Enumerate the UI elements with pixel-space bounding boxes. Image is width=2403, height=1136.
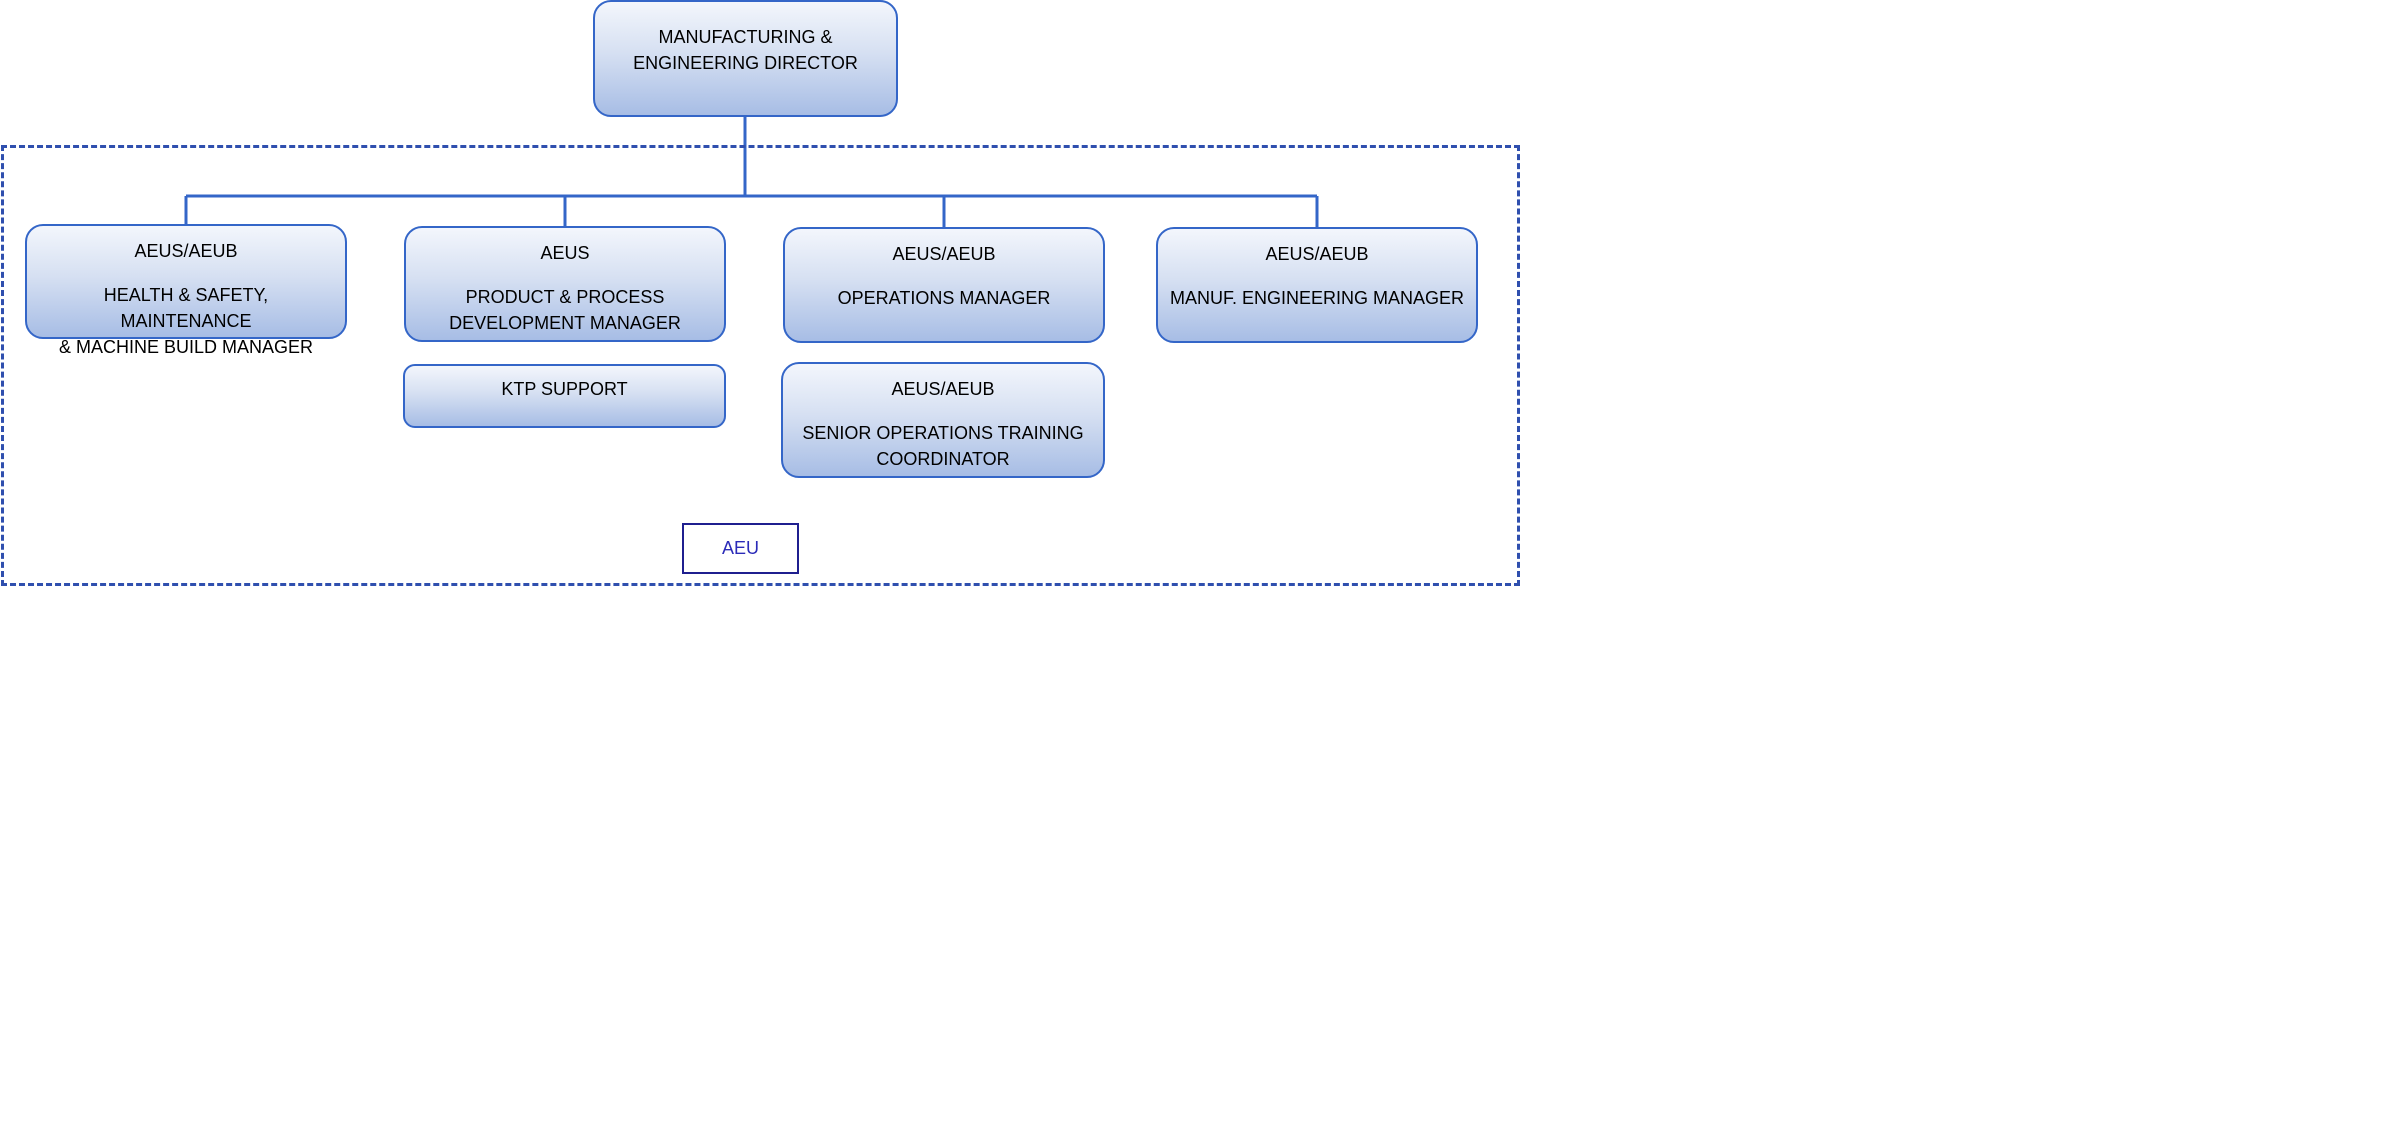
manager-title-line2: DEVELOPMENT MANAGER (449, 313, 681, 333)
ktp-support-node: KTP SUPPORT (403, 364, 726, 428)
director-title-line1: MANUFACTURING & (658, 27, 833, 47)
manager-node-health-safety: AEUS/AEUB HEALTH & SAFETY, MAINTENANCE &… (25, 224, 347, 357)
coordinator-title-line1: SENIOR OPERATIONS TRAINING (802, 423, 1084, 443)
manager-title-line1: OPERATIONS MANAGER (837, 288, 1051, 308)
ktp-support-title: KTP SUPPORT (501, 379, 628, 399)
manager-code: AEUS/AEUB (1265, 244, 1369, 264)
manager-node-product-process: AEUS PRODUCT & PROCESS DEVELOPMENT MANAG… (404, 226, 726, 342)
director-title-line2: ENGINEERING DIRECTOR (633, 53, 858, 73)
manager-title-line1: MANUF. ENGINEERING MANAGER (1169, 288, 1465, 308)
aeu-group-boundary (1, 145, 1520, 586)
manager-code: AEUS/AEUB (134, 241, 238, 261)
coordinator-title-line2: COORDINATOR (876, 449, 1010, 469)
group-key-label: AEU (682, 523, 799, 574)
manager-title-line1: HEALTH & SAFETY, MAINTENANCE (103, 285, 269, 331)
manager-code: AEUS/AEUB (892, 244, 996, 264)
manager-node-operations: AEUS/AEUB OPERATIONS MANAGER (783, 227, 1105, 343)
coordinator-code: AEUS/AEUB (891, 379, 995, 399)
manager-node-manuf-engineering: AEUS/AEUB MANUF. ENGINEERING MANAGER (1156, 227, 1478, 343)
manager-title-line1: PRODUCT & PROCESS (465, 287, 665, 307)
manager-code: AEUS (540, 243, 590, 263)
director-node: MANUFACTURING & ENGINEERING DIRECTOR (593, 0, 898, 117)
manager-title-line2: & MACHINE BUILD MANAGER (58, 337, 314, 357)
training-coordinator-node: AEUS/AEUB SENIOR OPERATIONS TRAINING COO… (781, 362, 1105, 478)
